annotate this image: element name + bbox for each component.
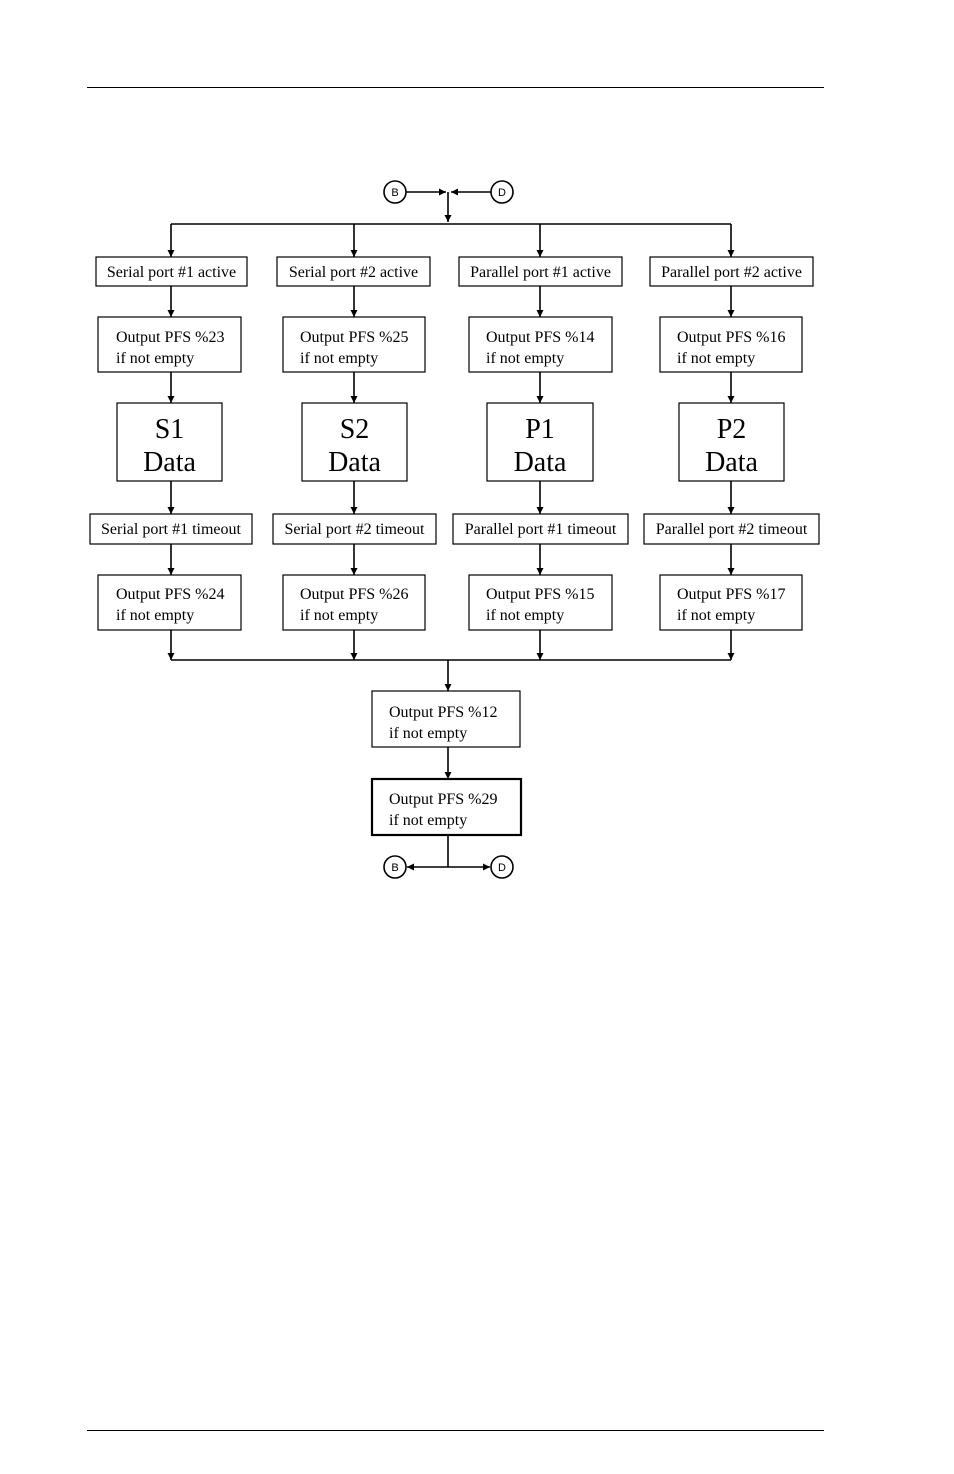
connector-b-label: B <box>391 862 398 874</box>
output-start-line2: if not empty <box>677 350 755 367</box>
output-start-line2: if not empty <box>116 350 194 367</box>
active-box <box>95 256 248 287</box>
output-end-line1: Output PFS %24 <box>116 586 224 603</box>
data-label-line2: Data <box>705 447 758 478</box>
data-label-line1: P2 <box>717 414 747 445</box>
final-box-2 <box>370 777 523 837</box>
data-box <box>301 402 408 482</box>
timeout-label: Serial port #1 timeout <box>101 521 242 538</box>
active-label: Parallel port #1 active <box>470 264 611 281</box>
active-box <box>649 256 814 287</box>
column-parallel-2: Parallel port #2 active Output PFS %16 i… <box>643 256 820 660</box>
timeout-box <box>643 513 820 545</box>
connector-d-top: D <box>490 180 514 204</box>
output-start-line1: Output PFS %16 <box>677 329 785 346</box>
output-end-box <box>282 574 426 631</box>
final-box-1-line1: Output PFS %12 <box>389 704 497 721</box>
column-serial-1: Serial port #1 active Output PFS %23 if … <box>89 256 253 660</box>
final-output-29: Output PFS %29 if not empty <box>370 777 523 837</box>
timeout-label: Parallel port #2 timeout <box>656 521 808 538</box>
final-box-2-line1: Output PFS %29 <box>389 791 497 808</box>
data-label-line1: S1 <box>155 414 185 445</box>
column-parallel-1: Parallel port #1 active Output PFS %14 i… <box>452 256 629 660</box>
output-start-line2: if not empty <box>300 350 378 367</box>
active-box <box>458 256 623 287</box>
final-box-1 <box>371 690 521 748</box>
connector-b-bottom: B <box>383 855 407 879</box>
output-start-box <box>468 316 613 373</box>
data-label-line2: Data <box>143 447 196 478</box>
connector-b-top: B <box>383 180 407 204</box>
data-label-line2: Data <box>328 447 381 478</box>
timeout-box <box>452 513 629 545</box>
output-start-line2: if not empty <box>486 350 564 367</box>
output-start-line1: Output PFS %14 <box>486 329 594 346</box>
data-box <box>486 402 594 482</box>
output-start-box <box>282 316 426 373</box>
connector-d-bottom: D <box>490 855 514 879</box>
output-end-line2: if not empty <box>116 607 194 624</box>
final-output-12: Output PFS %12 if not empty <box>371 690 521 748</box>
column-serial-2: Serial port #2 active Output PFS %25 if … <box>272 256 437 660</box>
output-end-line1: Output PFS %15 <box>486 586 594 603</box>
connector-d-label: D <box>498 862 506 874</box>
output-end-line2: if not empty <box>300 607 378 624</box>
output-start-box <box>97 316 242 373</box>
final-box-1-line2: if not empty <box>389 725 467 742</box>
active-label: Serial port #2 active <box>289 264 418 281</box>
data-label-line1: S2 <box>340 414 370 445</box>
timeout-box <box>272 513 437 545</box>
output-start-box <box>659 316 803 373</box>
header-rule <box>87 87 824 88</box>
connector-d-label: D <box>498 187 506 199</box>
data-label-line1: P1 <box>525 414 555 445</box>
output-end-line1: Output PFS %17 <box>677 586 785 603</box>
data-label-line2: Data <box>514 447 567 478</box>
output-end-line2: if not empty <box>677 607 755 624</box>
data-box <box>116 402 223 482</box>
output-end-line1: Output PFS %26 <box>300 586 408 603</box>
connector-b-label: B <box>391 187 398 199</box>
footer-rule <box>87 1430 824 1431</box>
final-box-2-line2: if not empty <box>389 812 467 829</box>
output-start-line1: Output PFS %25 <box>300 329 408 346</box>
timeout-label: Parallel port #1 timeout <box>465 521 617 538</box>
output-end-box <box>659 574 803 631</box>
output-end-box <box>97 574 242 631</box>
active-label: Serial port #1 active <box>107 264 236 281</box>
timeout-label: Serial port #2 timeout <box>285 521 426 538</box>
output-start-line1: Output PFS %23 <box>116 329 224 346</box>
output-end-line2: if not empty <box>486 607 564 624</box>
active-label: Parallel port #2 active <box>661 264 802 281</box>
output-end-box <box>468 574 613 631</box>
active-box <box>276 256 431 287</box>
